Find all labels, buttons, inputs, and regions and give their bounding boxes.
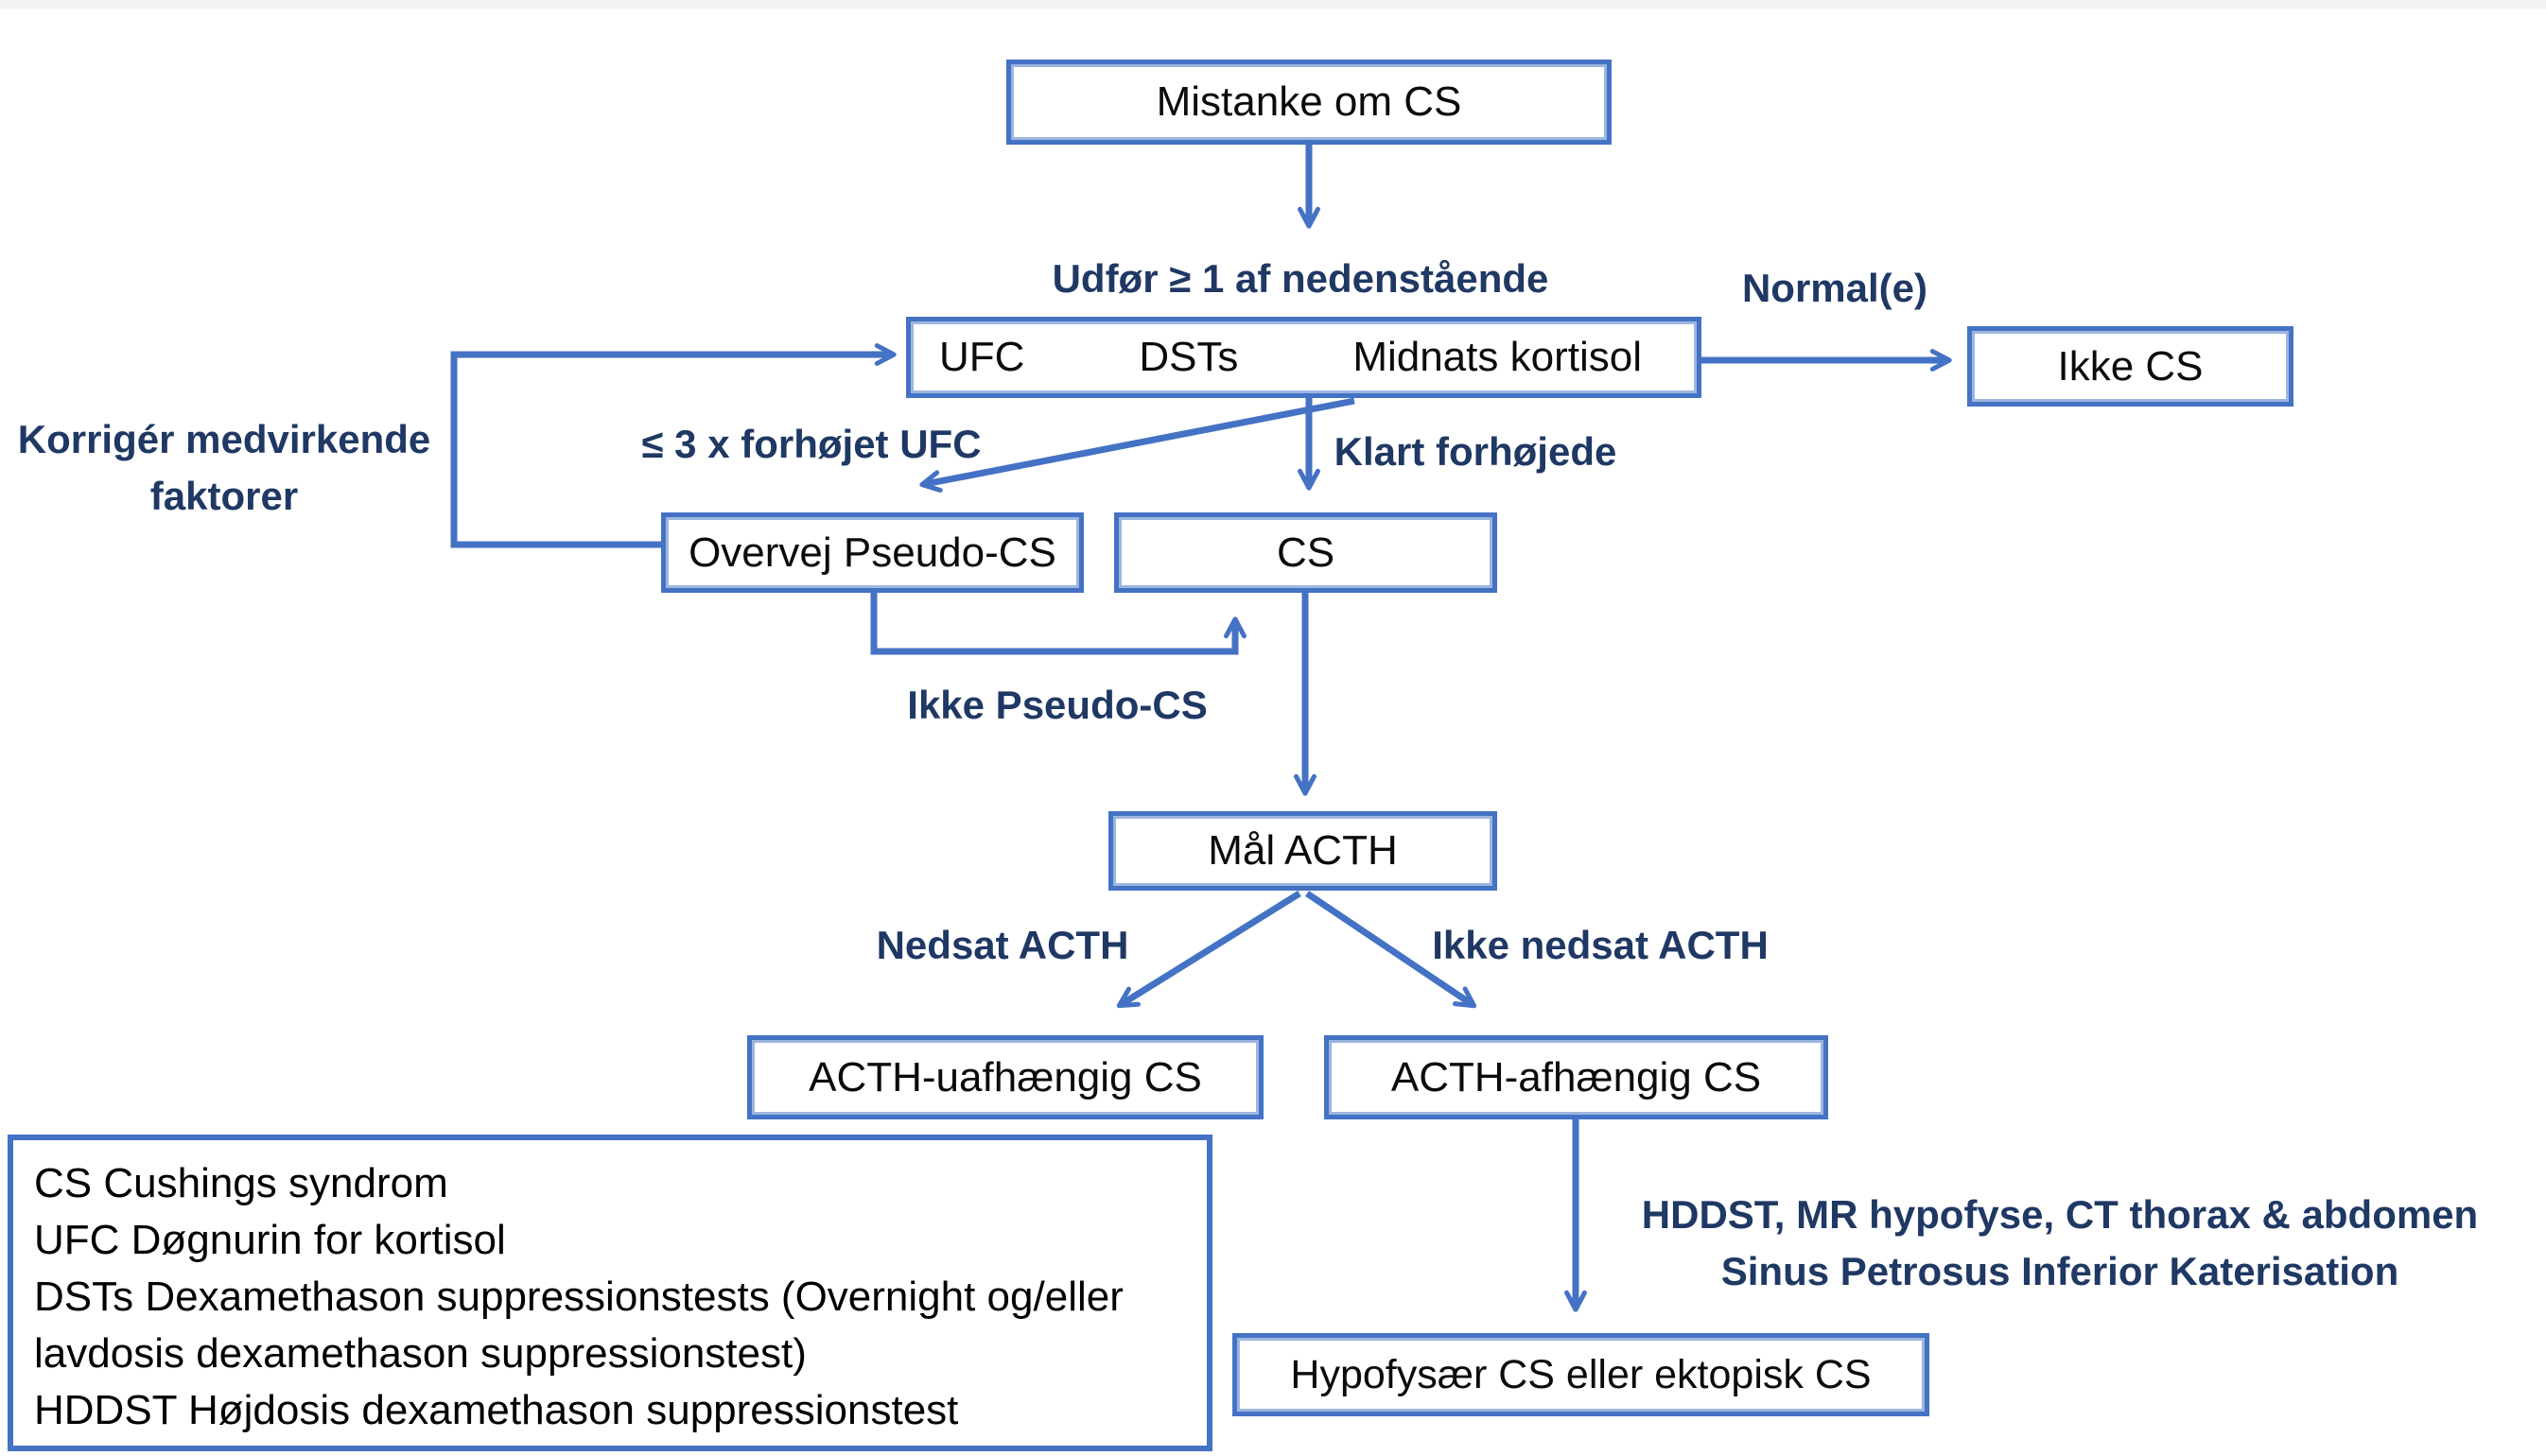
node-acth-uafhaengig-cs: ACTH-uafhængig CS <box>747 1035 1264 1119</box>
node-screening-tests: UFC DSTs Midnats kortisol <box>906 317 1701 398</box>
node-ikke-cs: Ikke CS <box>1967 326 2293 407</box>
node-label: Overvej Pseudo-CS <box>689 529 1056 576</box>
node-hypofysaer-eller-ektopisk-cs: Hypofysær CS eller ektopisk CS <box>1232 1333 1929 1416</box>
edge-label-ikke-nedsat-acth: Ikke nedsat ACTH <box>1432 923 1769 967</box>
test-item-ufc: UFC <box>939 334 1025 380</box>
legend-line-hddst: HDDST Højdosis dexamethason suppressions… <box>34 1387 959 1433</box>
node-label: Hypofysær CS eller ektopisk CS <box>1290 1351 1872 1397</box>
legend-box: CS Cushings syndrom UFC Døgnurin for kor… <box>8 1135 1212 1451</box>
edge-label-hddst-line1: HDDST, MR hypofyse, CT thorax & abdomen <box>1641 1192 2479 1237</box>
test-item-midnats-kortisol: Midnats kortisol <box>1352 334 1642 380</box>
legend-line-cs: CS Cushings syndrom <box>34 1160 448 1206</box>
edge-label-klart-forhojede: Klart forhøjede <box>1334 429 1617 474</box>
test-item-dsts: DSTs <box>1139 334 1239 380</box>
node-label: Ikke CS <box>2057 342 2204 390</box>
legend-line-ufc: UFC Døgnurin for kortisol <box>34 1217 506 1263</box>
arrow-overvej-to-cs <box>870 593 1247 655</box>
edge-label-normale: Normal(e) <box>1741 266 1928 310</box>
node-label: ACTH-uafhængig CS <box>809 1053 1202 1101</box>
edge-label-korriger-line1: Korrigér medvirkende <box>17 417 431 461</box>
edge-label-korriger: Korrigér medvirkende faktorer <box>18 411 431 525</box>
node-label: CS <box>1276 529 1335 576</box>
edge-label-3x-forhojet-ufc: ≤ 3 x forhøjet UFC <box>641 422 982 466</box>
node-label: ACTH-afhængig CS <box>1390 1053 1762 1101</box>
edge-label-hddst-workup: HDDST, MR hypofyse, CT thorax & abdomen … <box>1642 1187 2478 1300</box>
node-label: Mål ACTH <box>1208 827 1398 874</box>
node-overvej-pseudo-cs: Overvej Pseudo-CS <box>661 512 1084 593</box>
node-label: Mistanke om CS <box>1156 78 1462 125</box>
legend-line-dsts-cont: lavdosis dexamethason suppressionstest) <box>34 1330 807 1377</box>
node-acth-afhaengig-cs: ACTH-afhængig CS <box>1324 1035 1828 1119</box>
node-mistanke-om-cs: Mistanke om CS <box>1006 60 1612 145</box>
node-cs: CS <box>1114 512 1497 593</box>
edge-label-korriger-line2: faktorer <box>149 474 299 518</box>
arrow-mal-acth-to-afhaengig <box>1305 891 1477 1009</box>
edge-label-udfor: Udfør ≥ 1 af nedenstående <box>1052 256 1549 301</box>
top-edge-strip <box>0 0 2546 9</box>
node-mal-acth: Mål ACTH <box>1108 811 1497 891</box>
arrow-mal-acth-to-uafhaengig <box>1116 891 1301 1009</box>
edge-label-ikke-pseudo-cs: Ikke Pseudo-CS <box>907 683 1208 727</box>
arrow-loop-korriger-to-tests <box>450 343 897 548</box>
edge-label-hddst-line2: Sinus Petrosus Inferior Katerisation <box>1720 1249 2399 1293</box>
arrow-tests-to-overvej-pseudo <box>919 397 1355 494</box>
edge-label-nedsat-acth: Nedsat ACTH <box>876 923 1129 967</box>
legend-line-dsts: DSTs Dexamethason suppressionstests (Ove… <box>34 1274 1124 1320</box>
